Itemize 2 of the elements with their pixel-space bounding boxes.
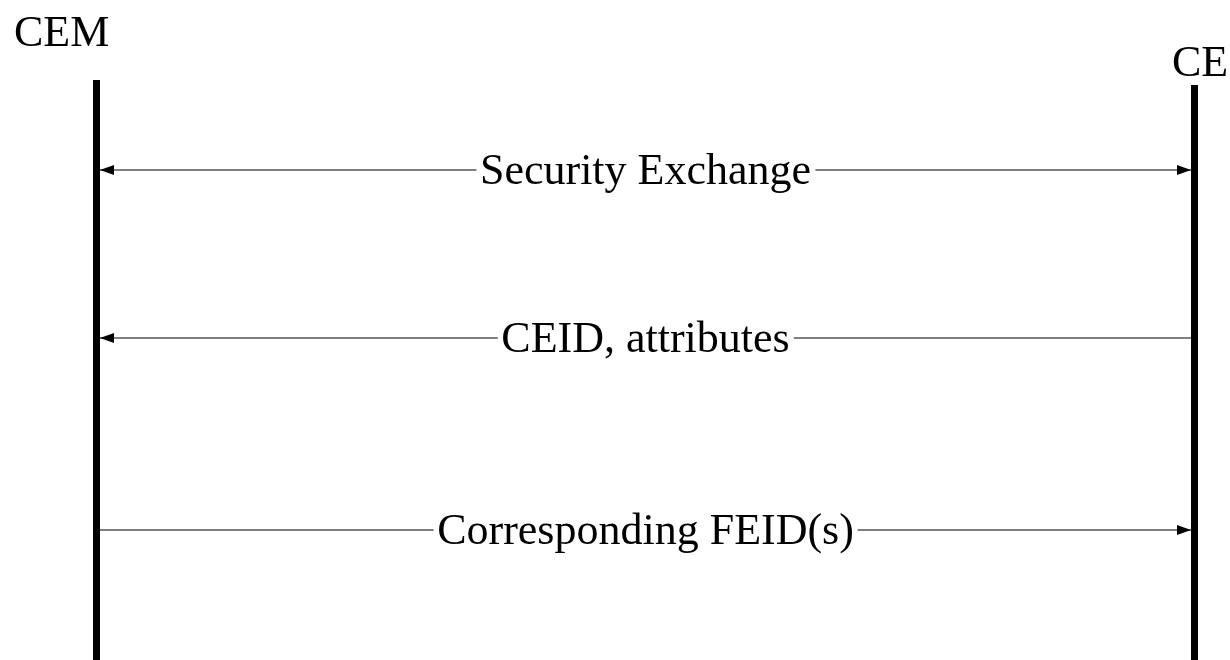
lifeline-label: CEM xyxy=(14,8,110,56)
lifeline-label: CE xyxy=(1172,38,1229,86)
